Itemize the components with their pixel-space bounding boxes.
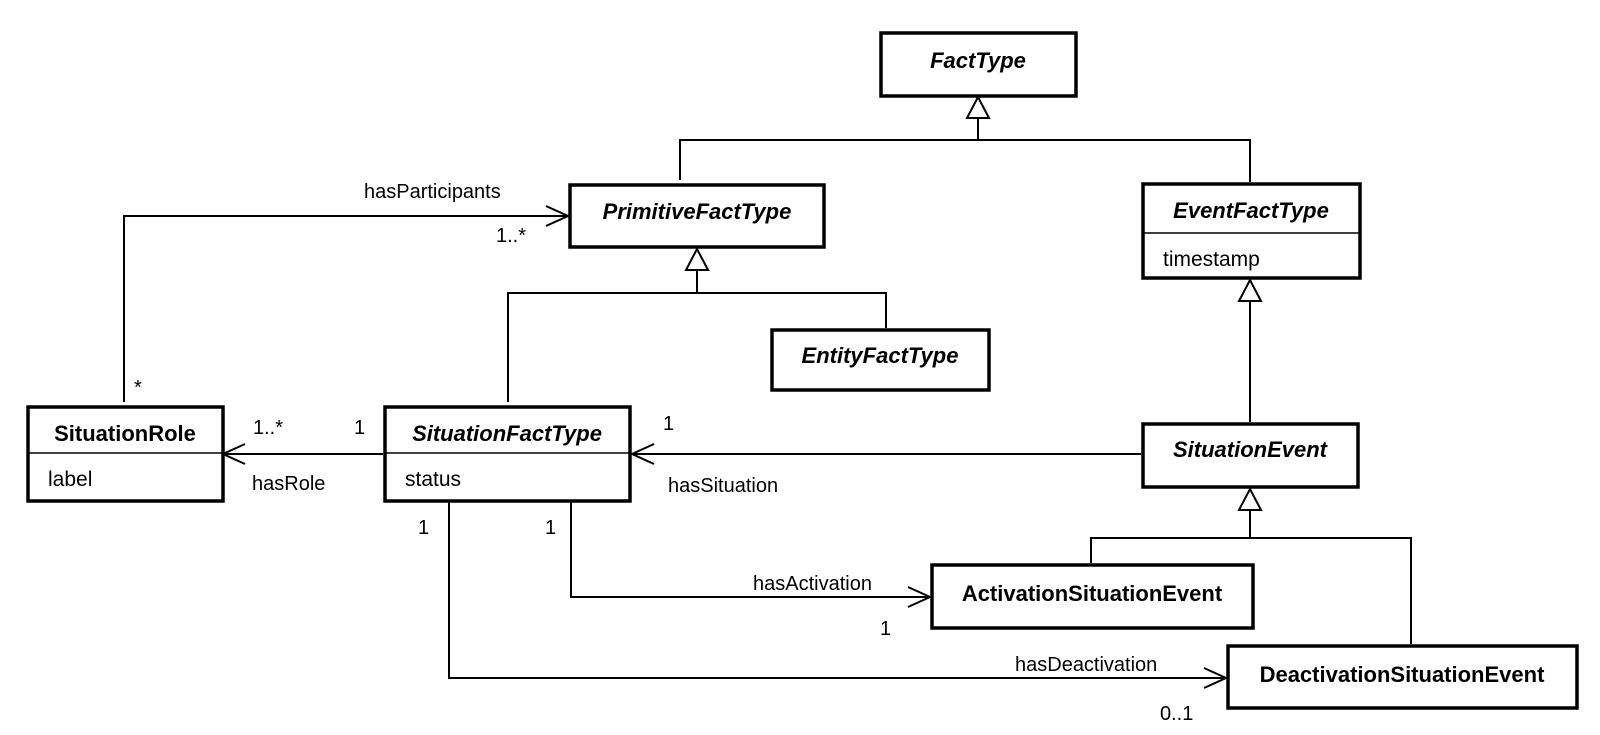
- association-label: hasSituation: [668, 475, 778, 497]
- class-situationRole: SituationRole label: [26, 405, 225, 503]
- class-name: EntityFactType: [802, 343, 959, 368]
- association-hasRole: [220, 443, 383, 465]
- class-attribute: timestamp: [1163, 248, 1260, 271]
- class-factType: FactType: [879, 31, 1078, 98]
- association-hasSituation: [629, 443, 1141, 465]
- class-name: SituationEvent: [1173, 437, 1329, 462]
- association-label: hasActivation: [753, 573, 872, 595]
- association-label: hasParticipants: [364, 181, 501, 203]
- class-name: SituationRole: [54, 421, 196, 446]
- class-eventFactType: EventFactType timestamp: [1141, 182, 1362, 280]
- generalization-situationEvent: [1090, 486, 1412, 644]
- multiplicity-label: 1..*: [253, 417, 283, 439]
- generalization-factType: [679, 94, 1251, 182]
- multiplicity-label: 1: [663, 413, 674, 435]
- association-hasParticipants: [123, 205, 571, 402]
- multiplicity-label: 1: [354, 417, 365, 439]
- class-attribute: label: [48, 468, 92, 491]
- association-label: hasRole: [252, 473, 325, 495]
- class-activationSituationEvent: ActivationSituationEvent: [930, 563, 1255, 630]
- class-deactivationSituationEvent: DeactivationSituationEvent: [1226, 644, 1579, 710]
- multiplicity-label: 1: [880, 618, 891, 640]
- association-label: hasDeactivation: [1015, 654, 1157, 676]
- class-name: SituationFactType: [412, 421, 602, 446]
- class-name: ActivationSituationEvent: [962, 581, 1223, 606]
- association-hasDeactivation: [448, 502, 1229, 689]
- multiplicity-label: 1..*: [496, 225, 526, 247]
- multiplicity-label: *: [134, 377, 142, 399]
- class-entityFactType: EntityFactType: [770, 328, 991, 392]
- class-primitiveFactType: PrimitiveFactType: [568, 183, 826, 249]
- class-name: PrimitiveFactType: [603, 199, 792, 224]
- generalization-primitiveFactType: [507, 246, 887, 402]
- multiplicity-label: 1: [545, 517, 556, 539]
- association-hasActivation: [570, 502, 933, 608]
- generalization-eventFactType: [1237, 277, 1263, 422]
- multiplicity-label: 0..1: [1160, 703, 1193, 725]
- class-situationFactType: SituationFactType status: [383, 405, 632, 503]
- class-name: DeactivationSituationEvent: [1260, 662, 1546, 687]
- multiplicity-label: 1: [418, 517, 429, 539]
- class-name: FactType: [930, 48, 1026, 73]
- class-situationEvent: SituationEvent: [1141, 422, 1360, 489]
- class-name: EventFactType: [1173, 198, 1329, 223]
- class-attribute: status: [405, 468, 461, 491]
